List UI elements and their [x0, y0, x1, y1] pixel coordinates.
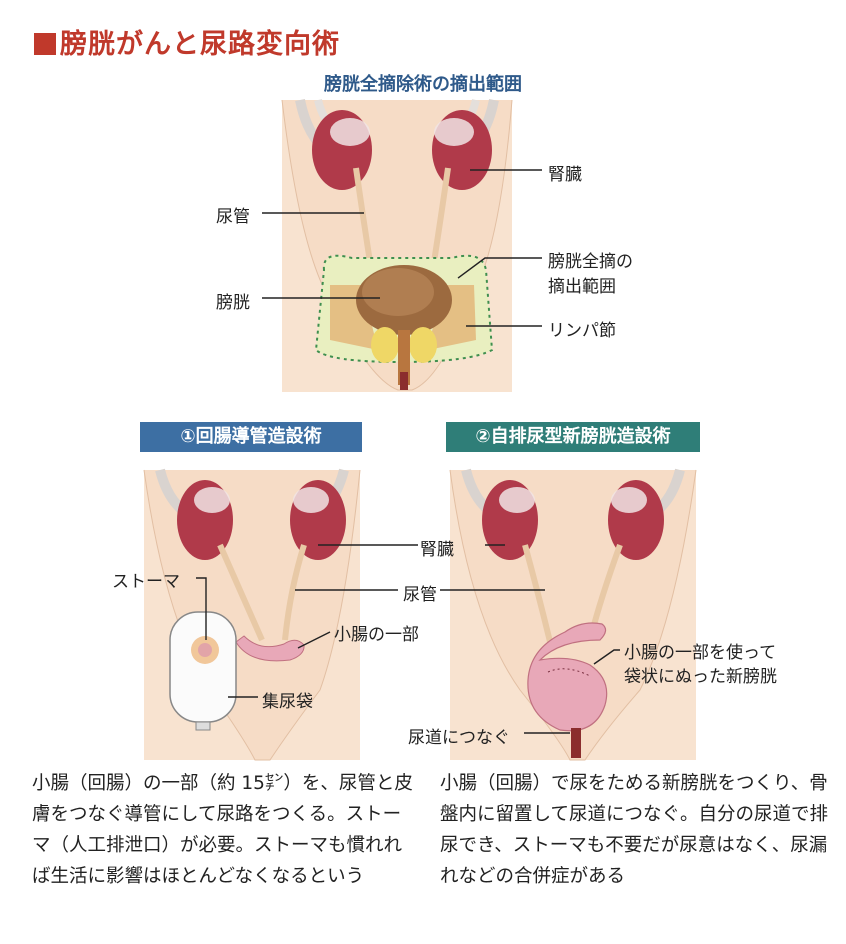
title-square-icon: [34, 33, 56, 55]
label-kidney-top: 腎臓: [548, 165, 582, 185]
description-ileal-conduit: 小腸（回腸）の一部（約 15㌢）を、尿管と皮膚をつなぐ導管にして尿路をつくる。ス…: [32, 773, 413, 887]
top-figure-title: 膀胱全摘除術の摘出範囲: [324, 74, 522, 95]
label-excision-line2: 摘出範囲: [548, 277, 616, 297]
label-stoma: ストーマ: [112, 572, 180, 592]
page-title: 膀胱がんと尿路変向術: [34, 22, 340, 61]
label-kidney-mid: 腎臓: [420, 540, 454, 560]
label-lymph: リンパ節: [548, 321, 616, 341]
leader-lines: [196, 169, 620, 734]
label-new-bladder-line2: 袋状にぬった新膀胱: [624, 667, 777, 687]
panel2-illustration: [449, 468, 697, 761]
label-connect-urethra: 尿道につなぐ: [408, 728, 510, 748]
label-bladder: 膀胱: [216, 293, 250, 313]
label-excision-line1: 膀胱全摘の: [548, 252, 633, 272]
panel1-illustration: [143, 468, 361, 761]
top-figure-illustration: [281, 98, 513, 392]
banner-ileal-conduit: ①回腸導管造設術: [140, 422, 362, 452]
label-ureter-mid: 尿管: [403, 585, 437, 605]
label-ureter-top: 尿管: [216, 207, 250, 227]
description-neobladder: 小腸（回腸）で尿をためる新膀胱をつくり、骨盤内に留置して尿道につなぐ。自分の尿道…: [440, 773, 828, 887]
banner-neobladder: ②自排尿型新膀胱造設術: [446, 422, 700, 452]
label-urine-bag: 集尿袋: [262, 692, 313, 712]
label-small-intestine: 小腸の一部: [334, 625, 419, 645]
label-new-bladder-line1: 小腸の一部を使って: [624, 643, 777, 663]
